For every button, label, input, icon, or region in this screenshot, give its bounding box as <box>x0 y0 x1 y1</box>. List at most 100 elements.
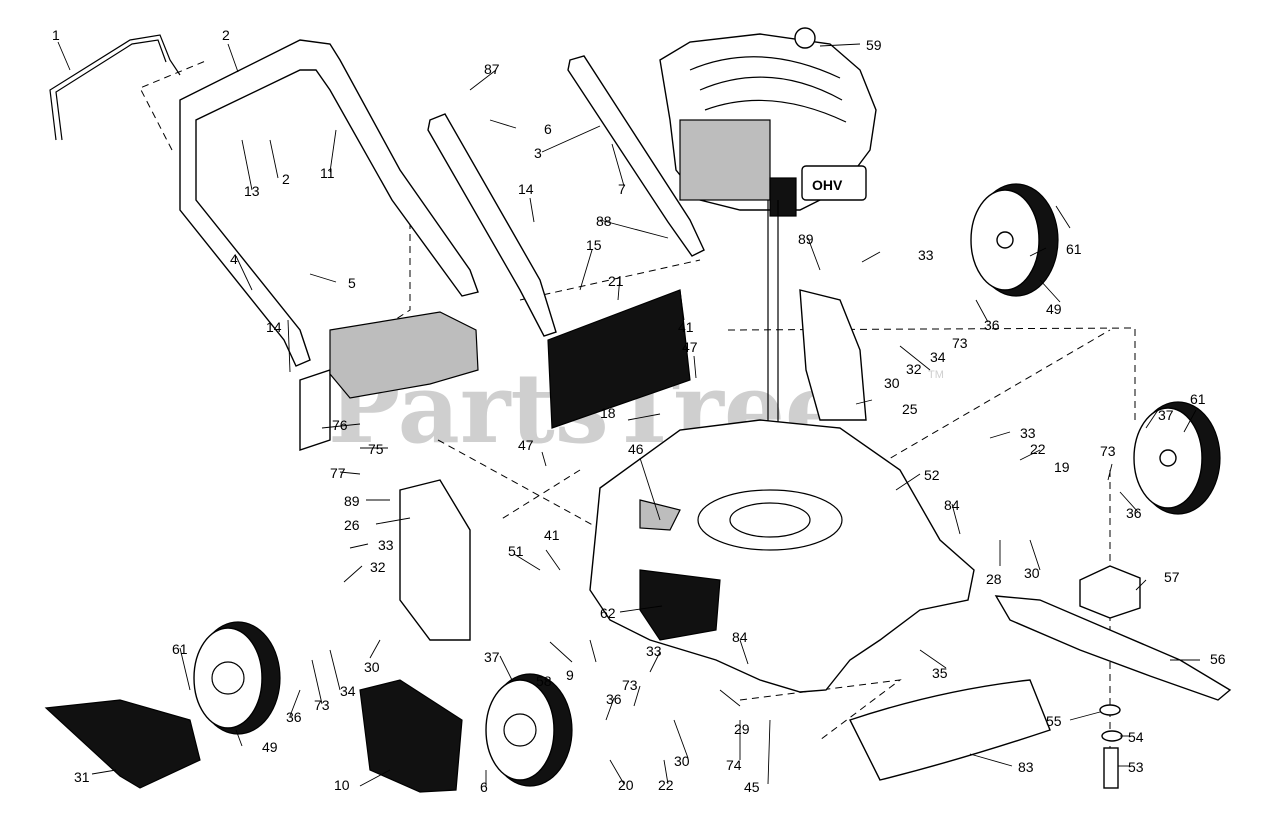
callout-77: 77 <box>330 465 346 481</box>
rear-flap-part <box>547 289 691 429</box>
callout-53: 53 <box>1128 759 1144 775</box>
callout-3: 3 <box>534 145 542 161</box>
callout-2: 2 <box>222 27 230 43</box>
callout-19: 19 <box>1054 459 1070 475</box>
callout-6-nut: 6 <box>480 779 488 795</box>
callout-32-left: 32 <box>370 559 386 575</box>
callout-73-left: 73 <box>314 697 330 713</box>
callout-30: 30 <box>884 375 900 391</box>
callout-18: 18 <box>600 405 616 421</box>
callout-7: 7 <box>618 181 626 197</box>
engine-part: OHV <box>659 27 877 530</box>
wheel-front-right <box>1133 401 1221 515</box>
callout-30-left: 30 <box>364 659 380 675</box>
callout-33-left: 33 <box>378 537 394 553</box>
assembly-guide-lines <box>139 59 1136 780</box>
mulch-plug-part <box>359 679 463 793</box>
callout-31: 31 <box>74 769 90 785</box>
callout-36-front: 36 <box>606 691 622 707</box>
callout-30-front: 30 <box>674 753 690 769</box>
callout-34-left: 34 <box>340 683 356 699</box>
callout-75: 75 <box>368 441 384 457</box>
callout-55: 55 <box>1046 713 1062 729</box>
callout-9: 9 <box>566 667 574 683</box>
callout-5: 5 <box>348 275 356 291</box>
callout-73-front: 73 <box>622 677 638 693</box>
callout-33: 33 <box>918 247 934 263</box>
callout-36-left: 36 <box>286 709 302 725</box>
callout-61-right: 61 <box>1190 391 1206 407</box>
callout-57: 57 <box>1164 569 1180 585</box>
callout-84: 84 <box>944 497 960 513</box>
callout-37-front: 37 <box>484 649 500 665</box>
callout-20: 20 <box>618 777 634 793</box>
callout-54: 54 <box>1128 729 1144 745</box>
callout-73-right: 73 <box>1100 443 1116 459</box>
callout-2-screw: 2 <box>282 171 290 187</box>
callout-88: 88 <box>596 213 612 229</box>
side-discharge-cover-part <box>44 699 201 789</box>
callout-74: 74 <box>726 757 742 773</box>
callout-45: 45 <box>744 779 760 795</box>
callout-47: 47 <box>682 339 698 355</box>
callout-83: 83 <box>1018 759 1034 775</box>
callout-36: 36 <box>984 317 1000 333</box>
callout-59: 59 <box>866 37 882 53</box>
callout-84-front: 84 <box>732 629 748 645</box>
callout-26: 26 <box>344 517 360 533</box>
callout-25: 25 <box>902 401 918 417</box>
callout-6: 6 <box>544 121 552 137</box>
callout-11: 11 <box>320 165 335 181</box>
callout-33-right: 33 <box>1020 425 1036 441</box>
wheel-front-left <box>485 673 573 787</box>
callout-10: 10 <box>334 777 350 793</box>
callout-62: 62 <box>600 605 616 621</box>
callout-49: 49 <box>1046 301 1062 317</box>
bracket-right-part <box>799 289 867 421</box>
blade-bolt-stack <box>1099 704 1123 789</box>
control-bar-part <box>49 34 181 141</box>
height-adjuster-part <box>299 369 331 451</box>
callout-22-lower: 22 <box>658 777 674 793</box>
callout-41-lower: 41 <box>544 527 560 543</box>
callout-49-left: 49 <box>262 739 278 755</box>
callout-leaders <box>57 41 1200 787</box>
bracket-left-part <box>399 479 471 641</box>
callout-21: 21 <box>608 273 624 289</box>
callout-13: 13 <box>244 183 260 199</box>
callout-14: 14 <box>518 181 534 197</box>
upper-handle-part <box>179 39 479 367</box>
wheel-rear-left <box>193 621 281 735</box>
callout-73: 73 <box>952 335 968 351</box>
callout-56: 56 <box>1210 651 1226 667</box>
callout-52: 52 <box>924 467 940 483</box>
callout-22: 22 <box>1030 441 1046 457</box>
callout-47-lower: 47 <box>518 437 534 453</box>
callout-36-right: 36 <box>1126 505 1142 521</box>
callout-61-left: 61 <box>172 641 188 657</box>
callout-89-left: 89 <box>344 493 360 509</box>
callout-61: 61 <box>1066 241 1082 257</box>
callout-1: 1 <box>52 27 60 43</box>
callout-30-right: 30 <box>1024 565 1040 581</box>
callout-29: 29 <box>734 721 750 737</box>
callout-35: 35 <box>932 665 948 681</box>
callout-76: 76 <box>332 417 348 433</box>
baffle-part <box>849 679 1051 781</box>
callout-41: 41 <box>678 319 694 335</box>
callout-4: 4 <box>230 251 238 267</box>
callout-34: 34 <box>930 349 946 365</box>
callout-89: 89 <box>798 231 814 247</box>
callout-51: 51 <box>508 543 524 559</box>
callout-33-front: 33 <box>646 643 662 659</box>
blade-adapter-part <box>1079 565 1141 619</box>
callout-32: 32 <box>906 361 922 377</box>
callout-58: 58 <box>536 673 552 689</box>
wheel-rear-right <box>970 183 1059 297</box>
deck-part <box>589 419 975 693</box>
watermark-trademark: TM <box>928 369 944 381</box>
callout-46: 46 <box>628 441 644 457</box>
callout-14-lower: 14 <box>266 319 282 335</box>
callout-numbers: 1 2 2 3 4 5 6 6 7 9 10 11 13 14 14 15 18… <box>52 27 1226 795</box>
